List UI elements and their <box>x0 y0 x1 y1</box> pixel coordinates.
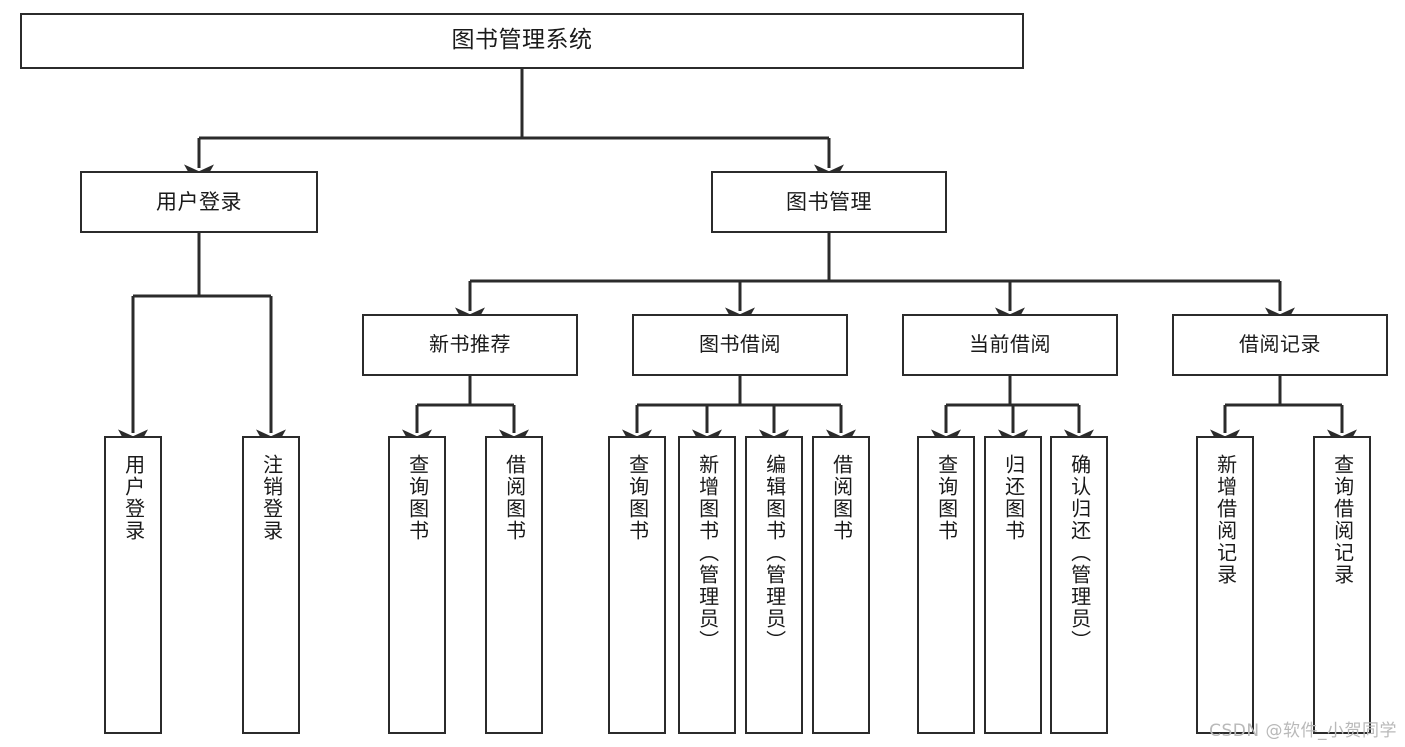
node-leaf-borrow-book-1[interactable]: 借阅图书 <box>485 436 543 734</box>
node-label: 借阅记录 <box>1239 332 1321 357</box>
node-leaf-borrow-book-2[interactable]: 借阅图书 <box>812 436 870 734</box>
node-book-borrow[interactable]: 图书借阅 <box>632 314 848 376</box>
node-leaf-query-borrow-record[interactable]: 查询借阅记录 <box>1313 436 1371 734</box>
node-book-manage[interactable]: 图书管理 <box>711 171 947 233</box>
node-label: 借阅图书 <box>829 454 854 542</box>
node-label: 查询图书 <box>934 454 959 542</box>
node-leaf-edit-book[interactable]: 编辑图书（管理员） <box>745 436 803 734</box>
node-label: 查询图书 <box>625 454 650 542</box>
node-label: 查询借阅记录 <box>1330 454 1355 586</box>
node-root[interactable]: 图书管理系统 <box>20 13 1024 69</box>
node-leaf-add-borrow-record[interactable]: 新增借阅记录 <box>1196 436 1254 734</box>
node-label: 编辑图书（管理员） <box>762 454 787 652</box>
node-label: 图书管理系统 <box>451 27 593 54</box>
node-label: 新增图书（管理员） <box>695 454 720 652</box>
node-label: 确认归还（管理员） <box>1067 454 1092 652</box>
node-label: 新书推荐 <box>429 332 511 357</box>
node-label: 用户登录 <box>121 454 146 542</box>
node-label: 归还图书 <box>1001 454 1026 542</box>
node-borrow-record[interactable]: 借阅记录 <box>1172 314 1388 376</box>
node-label: 查询图书 <box>405 454 430 542</box>
node-label: 图书管理 <box>786 189 872 214</box>
watermark-text: CSDN @软件_小贺同学 <box>1209 721 1397 741</box>
node-label: 新增借阅记录 <box>1213 454 1238 586</box>
node-user-login[interactable]: 用户登录 <box>80 171 318 233</box>
node-leaf-add-book[interactable]: 新增图书（管理员） <box>678 436 736 734</box>
node-leaf-confirm-return[interactable]: 确认归还（管理员） <box>1050 436 1108 734</box>
node-label: 用户登录 <box>156 189 242 214</box>
node-label: 借阅图书 <box>502 454 527 542</box>
node-current-borrow[interactable]: 当前借阅 <box>902 314 1118 376</box>
node-leaf-logout-login[interactable]: 注销登录 <box>242 436 300 734</box>
node-leaf-user-login[interactable]: 用户登录 <box>104 436 162 734</box>
node-label: 注销登录 <box>259 454 284 542</box>
node-leaf-query-book-1[interactable]: 查询图书 <box>388 436 446 734</box>
connector-paths <box>118 69 1357 457</box>
node-leaf-query-book-2[interactable]: 查询图书 <box>608 436 666 734</box>
node-leaf-query-book-3[interactable]: 查询图书 <box>917 436 975 734</box>
node-new-book-recommend[interactable]: 新书推荐 <box>362 314 578 376</box>
node-label: 当前借阅 <box>969 332 1051 357</box>
node-leaf-return-book[interactable]: 归还图书 <box>984 436 1042 734</box>
node-label: 图书借阅 <box>699 332 781 357</box>
